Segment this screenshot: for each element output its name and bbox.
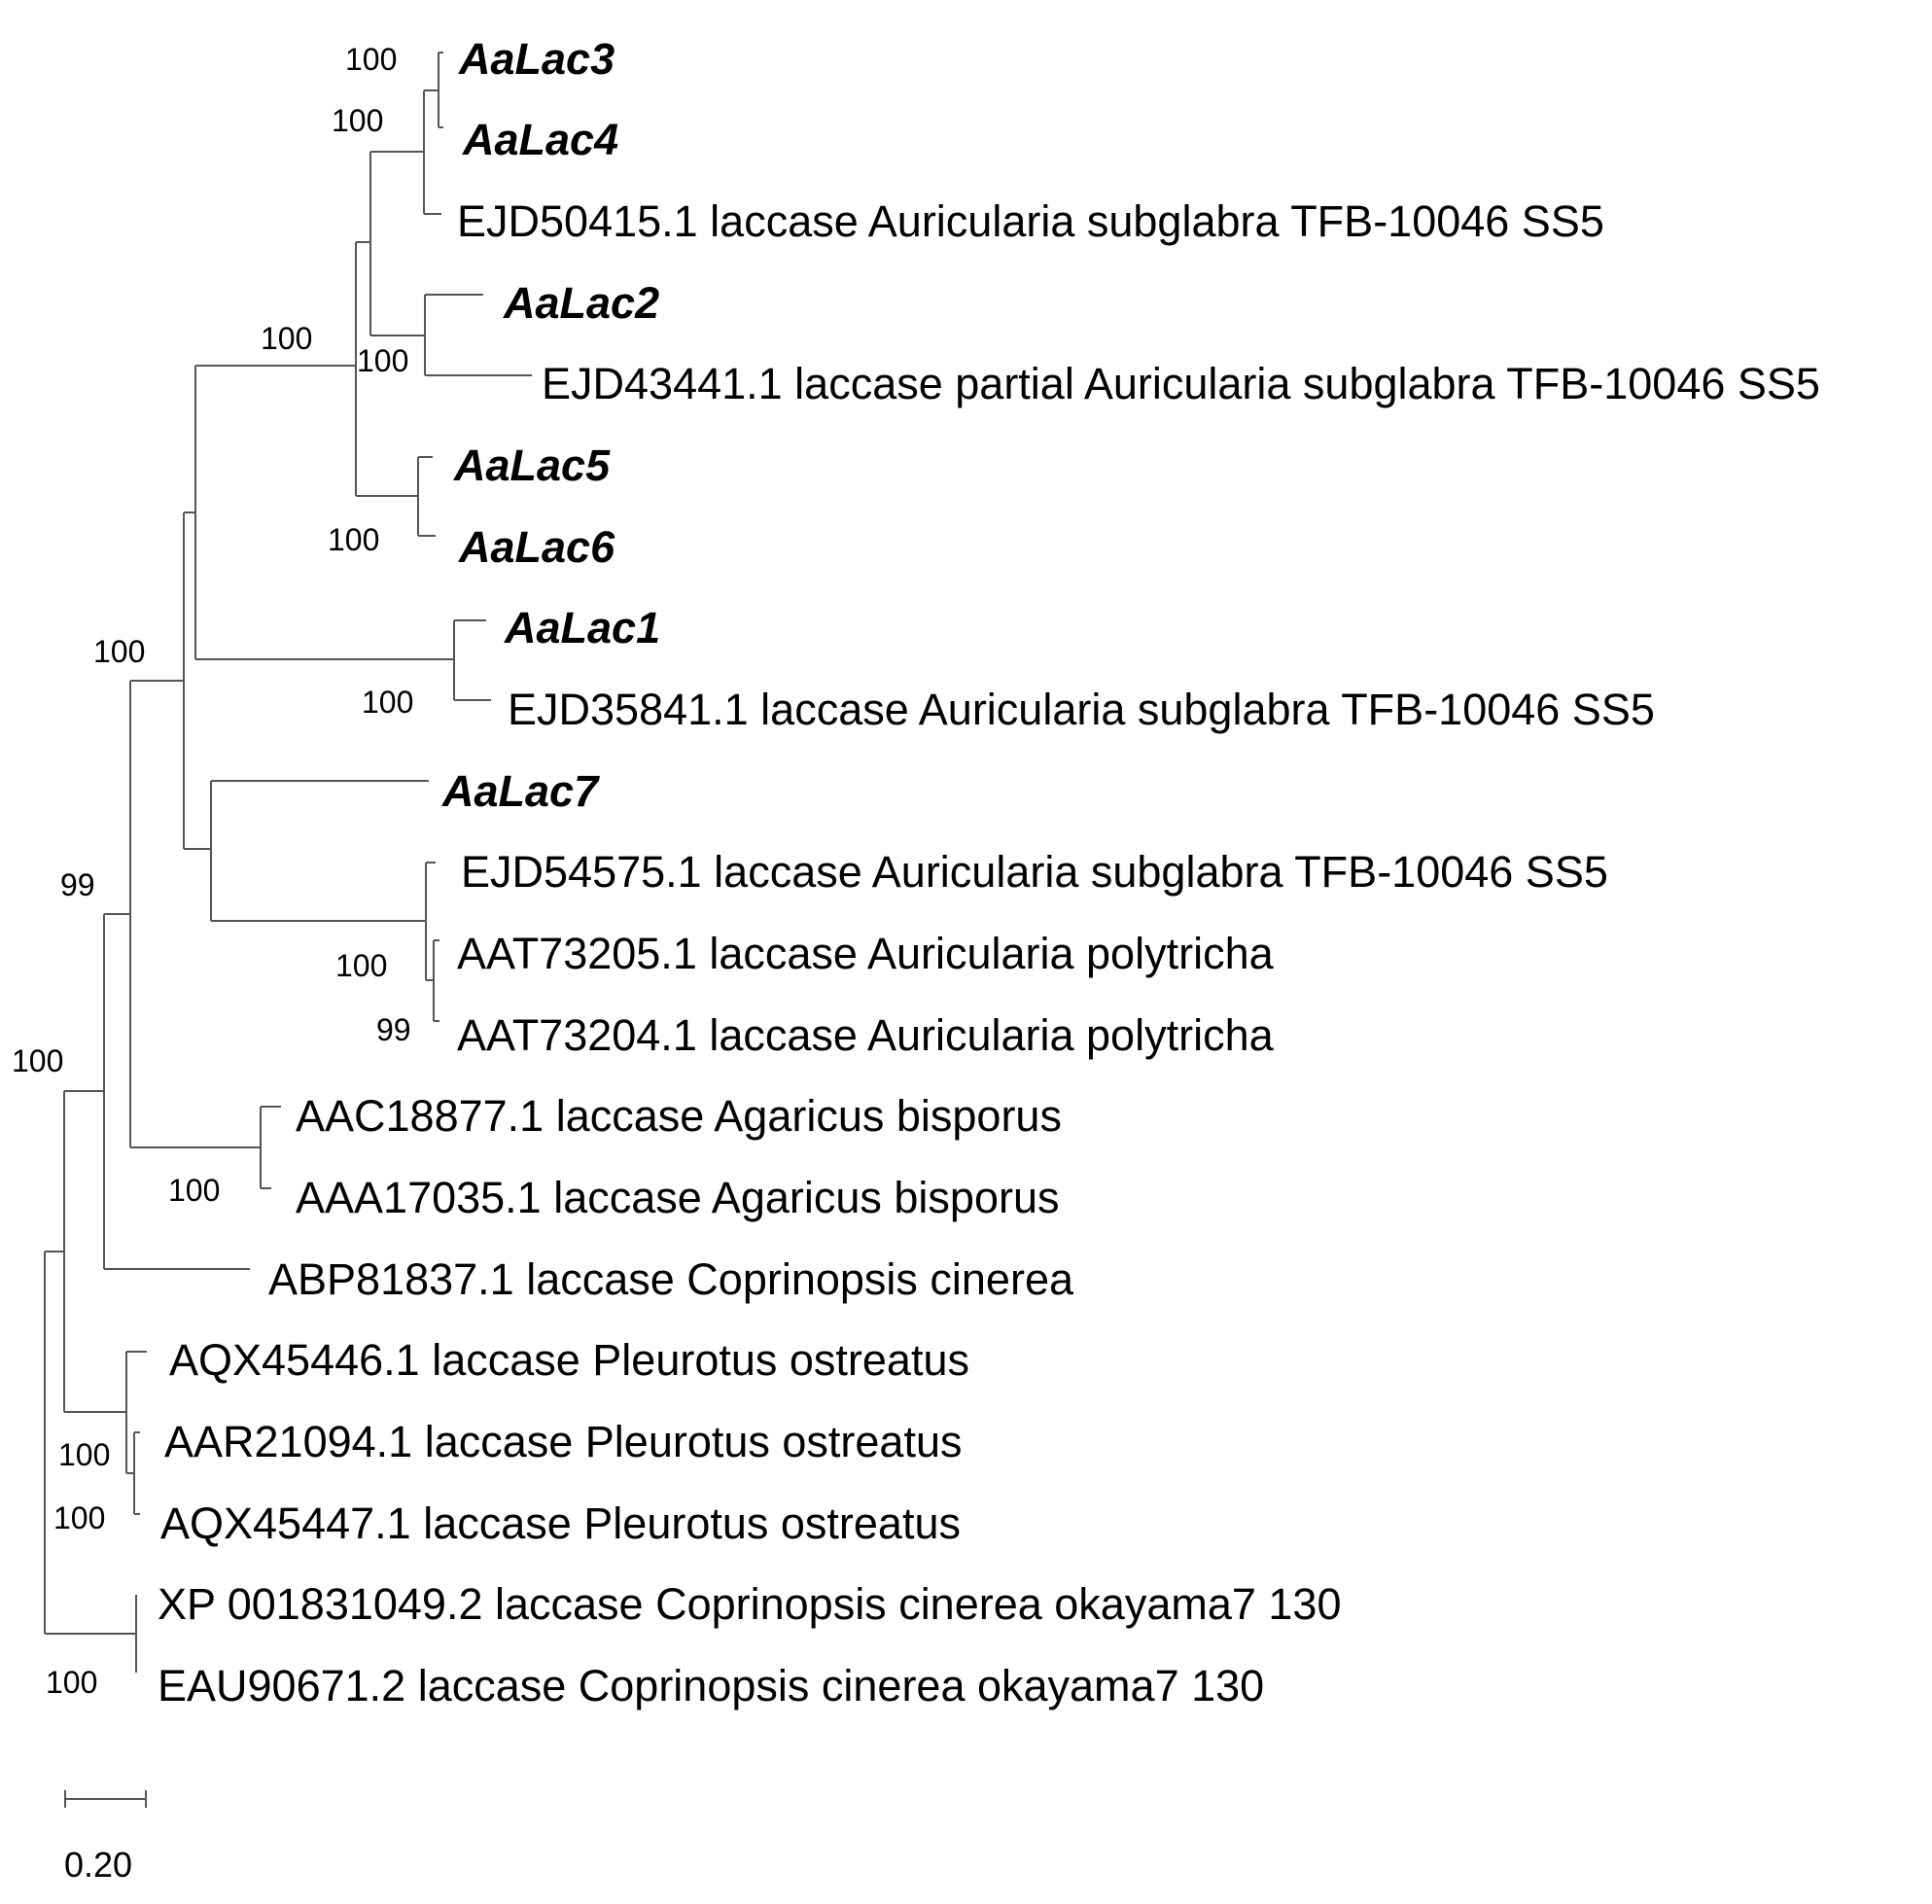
leaf-label-aaa17035: AAA17035.1 laccase Agaricus bisporus xyxy=(296,1173,1059,1222)
scale-bar-label: 0.20 xyxy=(64,1845,132,1885)
leaf-label-ejd50415: EJD50415.1 laccase Auricularia subglabra… xyxy=(457,196,1604,246)
bootstrap-value: 99 xyxy=(376,1012,411,1047)
bootstrap-value: 100 xyxy=(332,103,383,138)
leaf-label-xp001831049: XP 001831049.2 laccase Coprinopsis ciner… xyxy=(158,1579,1341,1629)
leaf-label-ejd43441: EJD43441.1 laccase partial Auricularia s… xyxy=(542,359,1820,408)
leaf-label-aqx45446: AQX45446.1 laccase Pleurotus ostreatus xyxy=(169,1335,969,1385)
bootstrap-value: 100 xyxy=(53,1500,105,1535)
leaf-labels: AaLac3 AaLac4 EJD50415.1 laccase Auricul… xyxy=(158,34,1820,1710)
bootstrap-value: 100 xyxy=(328,522,379,557)
bootstrap-value: 99 xyxy=(60,867,95,902)
bootstrap-values: 100 100 100 100 100 100 100 100 100 99 9… xyxy=(12,42,413,1700)
leaf-label-aalac3: AaLac3 xyxy=(458,34,615,84)
leaf-label-aqx45447: AQX45447.1 laccase Pleurotus ostreatus xyxy=(160,1499,961,1548)
leaf-label-abp81837: ABP81837.1 laccase Coprinopsis cinerea xyxy=(268,1254,1074,1304)
bootstrap-value: 100 xyxy=(46,1665,97,1700)
bootstrap-value: 100 xyxy=(58,1437,110,1472)
bootstrap-value: 100 xyxy=(261,321,312,356)
leaf-label-aalac5: AaLac5 xyxy=(453,441,611,490)
leaf-label-aalac4: AaLac4 xyxy=(462,115,618,164)
leaf-label-aalac7: AaLac7 xyxy=(441,766,600,816)
tree-branches xyxy=(44,52,532,1673)
leaf-label-ejd54575: EJD54575.1 laccase Auricularia subglabra… xyxy=(461,847,1608,897)
bootstrap-value: 100 xyxy=(362,685,413,720)
leaf-label-aalac1: AaLac1 xyxy=(504,603,660,652)
scale-bar: 0.20 xyxy=(64,1790,147,1885)
bootstrap-value: 100 xyxy=(12,1043,63,1078)
leaf-label-aat73205: AAT73205.1 laccase Auricularia polytrich… xyxy=(457,929,1275,978)
leaf-label-aat73204: AAT73204.1 laccase Auricularia polytrich… xyxy=(457,1010,1275,1060)
bootstrap-value: 100 xyxy=(93,634,145,669)
leaf-label-aac18877: AAC18877.1 laccase Agaricus bisporus xyxy=(296,1091,1062,1141)
bootstrap-value: 100 xyxy=(168,1173,220,1208)
leaf-label-aar21094: AAR21094.1 laccase Pleurotus ostreatus xyxy=(164,1417,962,1466)
leaf-label-aalac6: AaLac6 xyxy=(458,522,615,572)
bootstrap-value: 100 xyxy=(357,343,408,378)
leaf-label-eau90671: EAU90671.2 laccase Coprinopsis cinerea o… xyxy=(158,1661,1264,1710)
bootstrap-value: 100 xyxy=(335,948,387,983)
leaf-label-ejd35841: EJD35841.1 laccase Auricularia subglabra… xyxy=(508,685,1655,734)
leaf-label-aalac2: AaLac2 xyxy=(503,278,659,328)
bootstrap-value: 100 xyxy=(345,42,397,77)
